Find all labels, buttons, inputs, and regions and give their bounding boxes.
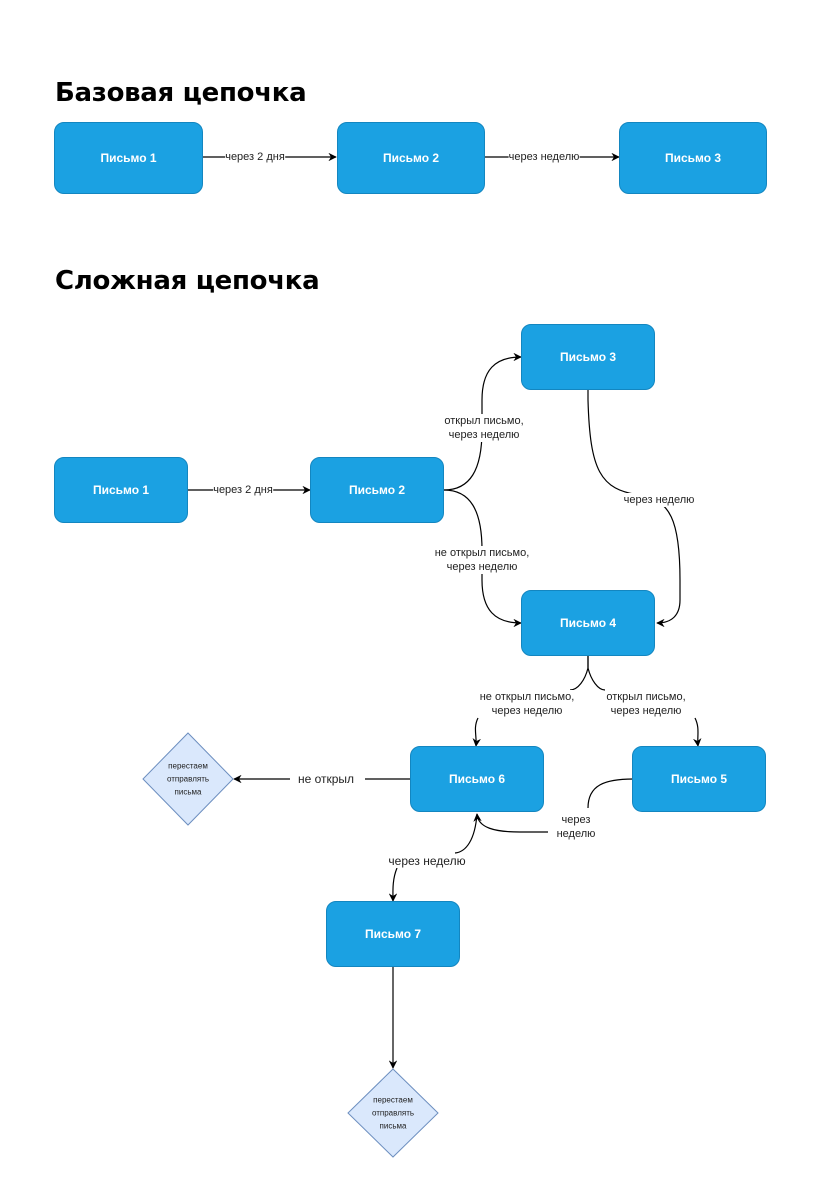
- stop-text-1: перестаем отправлять письма: [167, 760, 209, 799]
- edge-label-line: через неделю: [446, 561, 518, 573]
- node-label: Письмо 2: [348, 483, 406, 497]
- edge-label-line: через неделю: [610, 705, 682, 717]
- stop-diamond-1: [142, 732, 234, 826]
- edge-label-5-6: через неделю: [556, 813, 596, 841]
- edge-label-6-7: через неделю: [388, 854, 466, 868]
- stop-text-line: отправлять: [371, 1108, 415, 1118]
- node-letter-6[interactable]: Письмо 6: [410, 746, 544, 812]
- edge-label-line: через неделю: [491, 705, 563, 717]
- stop-text-line: перестаем: [373, 1095, 413, 1105]
- edge-label-3-4: через неделю: [623, 493, 695, 507]
- edge-4-5: [587, 656, 698, 746]
- stop-text-2: перестаем отправлять письма: [372, 1094, 414, 1133]
- node-label: Письмо 1: [100, 151, 157, 165]
- edge-label-line: не открыл письмо,: [434, 547, 530, 559]
- edge-label-line: неделю: [556, 828, 596, 840]
- node-letter-5[interactable]: Письмо 5: [632, 746, 766, 812]
- basic-node-letter-2[interactable]: Письмо 2: [337, 122, 485, 194]
- edge-label-4-6: не открыл письмо, через неделю: [479, 690, 575, 718]
- edge-label-2-3: открыл письмо, через неделю: [444, 414, 524, 442]
- node-label: Письмо 2: [382, 151, 440, 165]
- basic-node-letter-1[interactable]: Письмо 1: [54, 122, 203, 194]
- edge-label-2-4: не открыл письмо, через неделю: [434, 546, 530, 574]
- node-label: Письмо 3: [664, 151, 722, 165]
- edge-6-7: [393, 813, 478, 901]
- node-label: Письмо 1: [92, 483, 150, 497]
- edge-5-6: [477, 778, 634, 833]
- node-letter-3[interactable]: Письмо 3: [521, 324, 655, 390]
- node-letter-1[interactable]: Письмо 1: [54, 457, 188, 523]
- edge-label-line: не открыл письмо,: [479, 691, 575, 703]
- node-label: Письмо 7: [364, 927, 422, 941]
- edge-label-4-5: открыл письмо, через неделю: [606, 690, 686, 718]
- node-label: Письмо 6: [448, 772, 506, 786]
- basic-edge-label-2: через неделю: [508, 150, 580, 164]
- edge-label-line: через неделю: [448, 429, 520, 441]
- edge-label-line: через: [561, 814, 591, 826]
- stop-text-line: письма: [379, 1121, 407, 1131]
- edge-label-line: открыл письмо,: [444, 415, 524, 427]
- node-letter-7[interactable]: Письмо 7: [326, 901, 460, 967]
- basic-chain-title: Базовая цепочка: [55, 78, 307, 108]
- edge-label-line: открыл письмо,: [606, 691, 686, 703]
- node-label: Письмо 4: [559, 616, 617, 630]
- stop-diamond-2: [347, 1068, 439, 1158]
- node-label: Письмо 5: [670, 772, 728, 786]
- stop-text-line: письма: [174, 787, 202, 797]
- stop-text-line: отправлять: [166, 774, 210, 784]
- complex-chain-title: Сложная цепочка: [55, 266, 320, 296]
- basic-node-letter-3[interactable]: Письмо 3: [619, 122, 767, 194]
- node-letter-4[interactable]: Письмо 4: [521, 590, 655, 656]
- edge-label-1-2: через 2 дня: [213, 483, 273, 497]
- stop-text-line: перестаем: [168, 761, 208, 771]
- node-letter-2[interactable]: Письмо 2: [310, 457, 444, 523]
- node-label: Письмо 3: [559, 350, 617, 364]
- basic-edge-label-1: через 2 дня: [225, 150, 285, 164]
- edge-label-6-stop: не открыл: [297, 772, 355, 786]
